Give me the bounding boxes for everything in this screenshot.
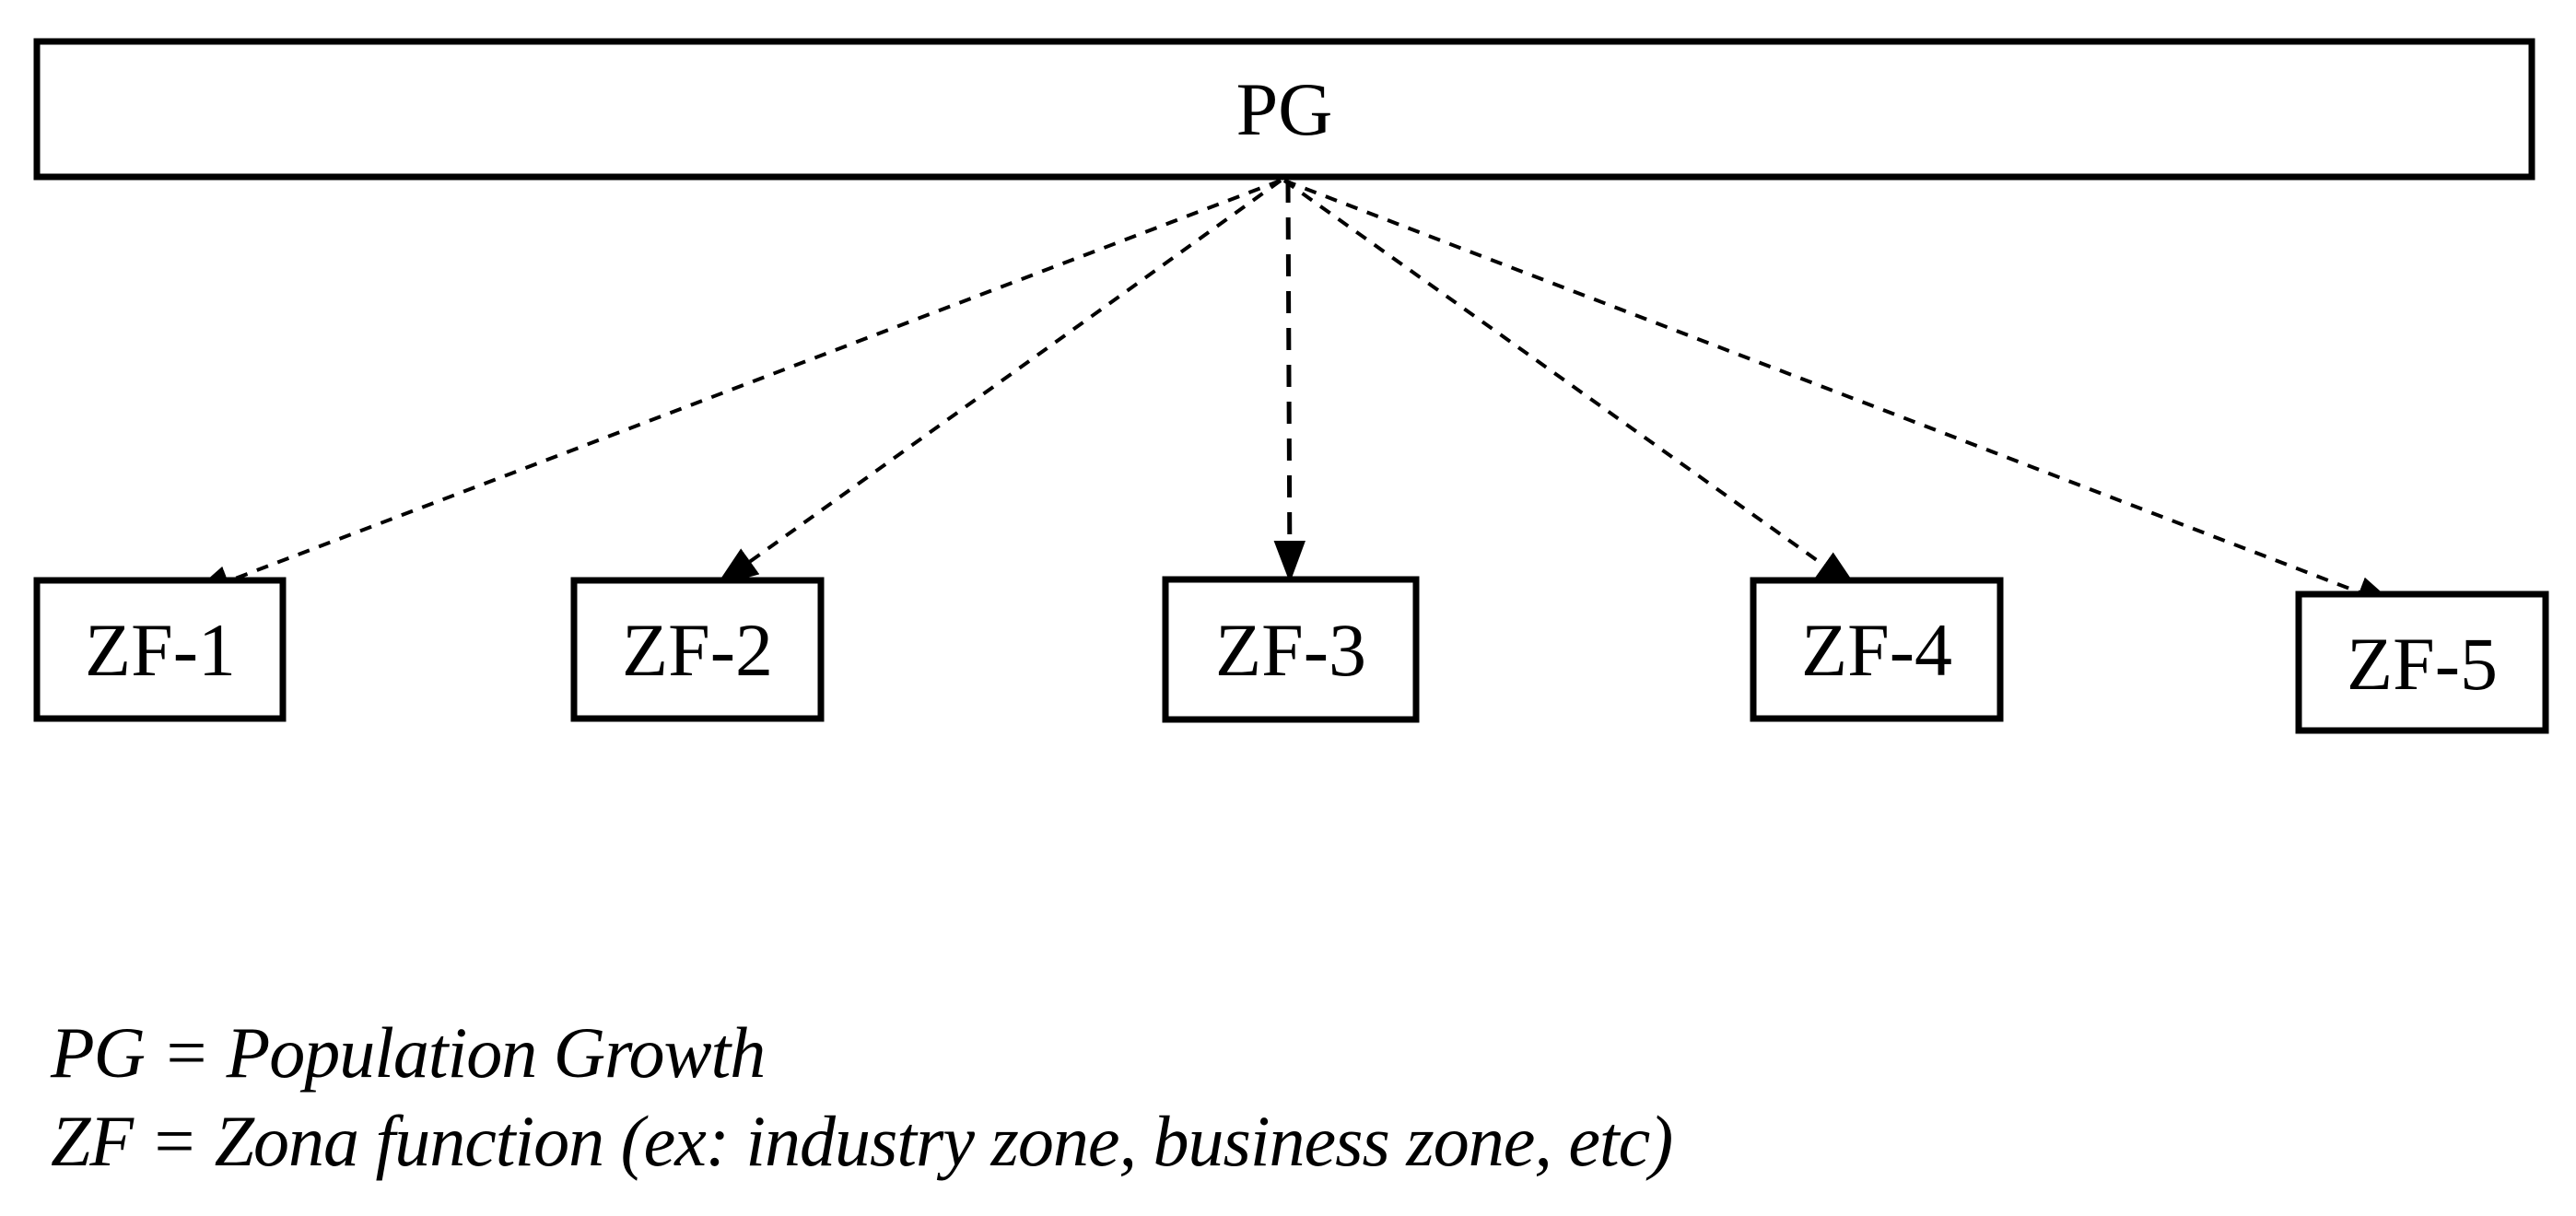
- zf5-label: ZF-5: [2347, 622, 2498, 706]
- edge-group: [188, 179, 2399, 608]
- legend-line-1: PG = Population Growth: [50, 1012, 765, 1093]
- edge-pg-to-zf3: [1273, 180, 1306, 583]
- zf4-label: ZF-4: [1801, 608, 1952, 692]
- node-zf5: ZF-5: [2295, 590, 2549, 734]
- node-zf1: ZF-1: [33, 577, 287, 722]
- zf2-label: ZF-2: [622, 608, 773, 692]
- node-pg: PG: [33, 38, 2535, 181]
- zf1-box: [33, 577, 287, 722]
- legend-line-2: ZF = Zona function (ex: industry zone, b…: [51, 1101, 1672, 1181]
- zf2-box: [570, 577, 825, 722]
- node-zf4: ZF-4: [1750, 577, 2004, 722]
- legend: PG = Population Growth ZF = Zona functio…: [50, 1012, 1673, 1181]
- edge-pg-to-zf5: [1283, 179, 2399, 608]
- pg-box: [33, 38, 2535, 181]
- edge-pg-to-zf2: [715, 179, 1282, 587]
- edge-pg-to-zf4: [1282, 179, 1859, 590]
- node-zf2: ZF-2: [570, 577, 825, 722]
- node-zf3: ZF-3: [1162, 576, 1420, 723]
- zf5-box: [2295, 590, 2549, 734]
- edge-pg-to-zf1: [188, 179, 1282, 597]
- zf1-label: ZF-1: [85, 608, 236, 692]
- zf4-box: [1750, 577, 2004, 722]
- zf3-box: [1162, 576, 1420, 723]
- pg-label: PG: [1236, 67, 1333, 151]
- zf3-label: ZF-3: [1215, 608, 1366, 692]
